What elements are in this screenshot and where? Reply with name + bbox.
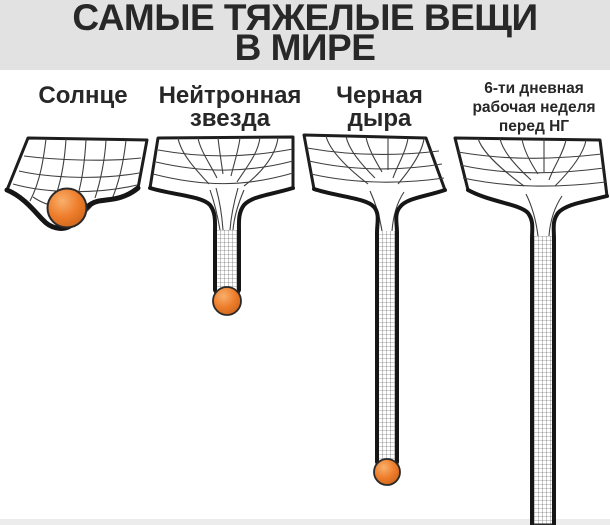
- sheet-grid: [457, 138, 607, 237]
- sheet-front-edge: [312, 187, 380, 464]
- sheet-grid: [306, 135, 445, 232]
- label-work-week: 6-ти дневная рабочая неделя перед НГ: [458, 79, 610, 136]
- label-week-line-3: перед НГ: [498, 118, 570, 135]
- mass-ball-icon: [46, 187, 88, 229]
- label-week-line-1: 6-ти дневная: [484, 80, 584, 97]
- bottom-strip: [0, 519, 610, 525]
- sheet-front-edge: [236, 186, 295, 292]
- spacetime-sheet: [302, 133, 447, 471]
- label-black-hole: Черная дыра: [312, 82, 447, 132]
- title-band: САМЫЕ ТЯЖЕЛЫЕ ВЕЩИ В МИРЕ: [0, 0, 610, 70]
- label-sun-line-1: Солнце: [38, 82, 128, 109]
- sheet-front-edge: [466, 188, 535, 525]
- title-line-1: САМЫЕ ТЯЖЕЛЫЕ ВЕЩИ: [72, 0, 538, 38]
- sheet-front-edge: [394, 188, 447, 464]
- tube-mesh: [377, 231, 397, 467]
- label-blackhole-line-2: дыра: [347, 105, 412, 132]
- label-neutron-line-2: звезда: [189, 105, 271, 132]
- title-line-2: В МИРЕ: [234, 27, 376, 68]
- meme-title: САМЫЕ ТЯЖЕЛЫЕ ВЕЩИ В МИРЕ: [0, 0, 610, 68]
- label-sun: Солнце: [8, 84, 158, 108]
- tube-mesh: [215, 230, 239, 292]
- label-week-line-2: рабочая неделя: [472, 99, 596, 116]
- sheet-grid: [152, 137, 294, 231]
- gravity-well-black-hole: [302, 133, 447, 486]
- label-neutron-line-1: Нейтронная: [158, 82, 302, 109]
- sheet-front-edge: [148, 186, 218, 292]
- gravity-well-neutron-star: [148, 135, 295, 316]
- label-neutron-star: Нейтронная звезда: [146, 82, 314, 132]
- sheet-grid: [12, 138, 142, 218]
- mass-ball-icon: [373, 458, 401, 486]
- label-blackhole-line-1: Черная: [336, 82, 423, 109]
- sheet-front-edge: [551, 194, 609, 525]
- gravity-well-sun: [4, 136, 149, 231]
- mass-ball-icon: [212, 286, 242, 316]
- gravity-well-work-week: [453, 136, 609, 525]
- tube-mesh: [532, 236, 554, 525]
